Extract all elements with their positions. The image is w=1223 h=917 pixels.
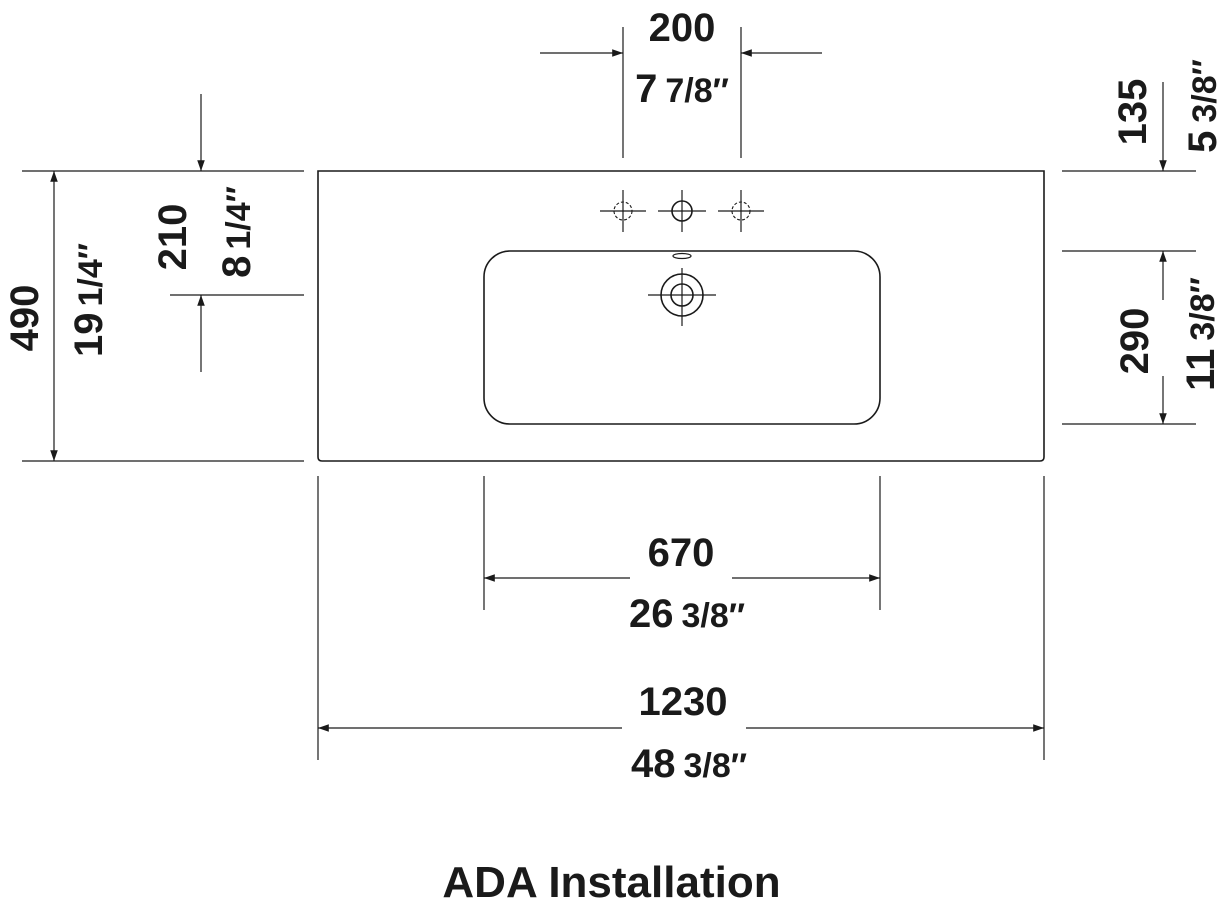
front-to-drain-inch: 81/4″ (215, 186, 259, 278)
bowl-outline (483, 250, 881, 425)
dimension-front-to-drain: 210 81/4″ (151, 94, 304, 372)
drain-symbol (648, 268, 716, 326)
dimension-overall-depth: 490 191/4″ (3, 170, 304, 462)
dimension-top-to-tap: 135 53/8″ (1062, 59, 1223, 172)
top-to-tap-mm: 135 (1111, 79, 1155, 146)
overflow-slot (672, 252, 692, 260)
overall-depth-mm: 490 (3, 285, 47, 352)
overall-width-mm: 1230 (639, 680, 728, 724)
dimension-bowl-depth: 290 113/8″ (1062, 250, 1223, 425)
overall-depth-inch: 191/4″ (67, 243, 111, 357)
tap-hole-center (658, 190, 706, 232)
top-to-tap-inch: 53/8″ (1181, 59, 1223, 153)
bowl-width-mm: 670 (648, 531, 715, 575)
basin-outline (317, 170, 1045, 462)
bowl-depth-mm: 290 (1113, 308, 1157, 375)
drawing-caption: ADA Installation (442, 858, 781, 907)
tap-hole-left-optional (600, 190, 646, 232)
front-to-drain-mm: 210 (151, 204, 195, 271)
bowl-depth-inch: 113/8″ (1179, 277, 1223, 391)
tap-hole-right-optional (718, 190, 764, 232)
tap-spacing-mm: 200 (649, 6, 716, 50)
